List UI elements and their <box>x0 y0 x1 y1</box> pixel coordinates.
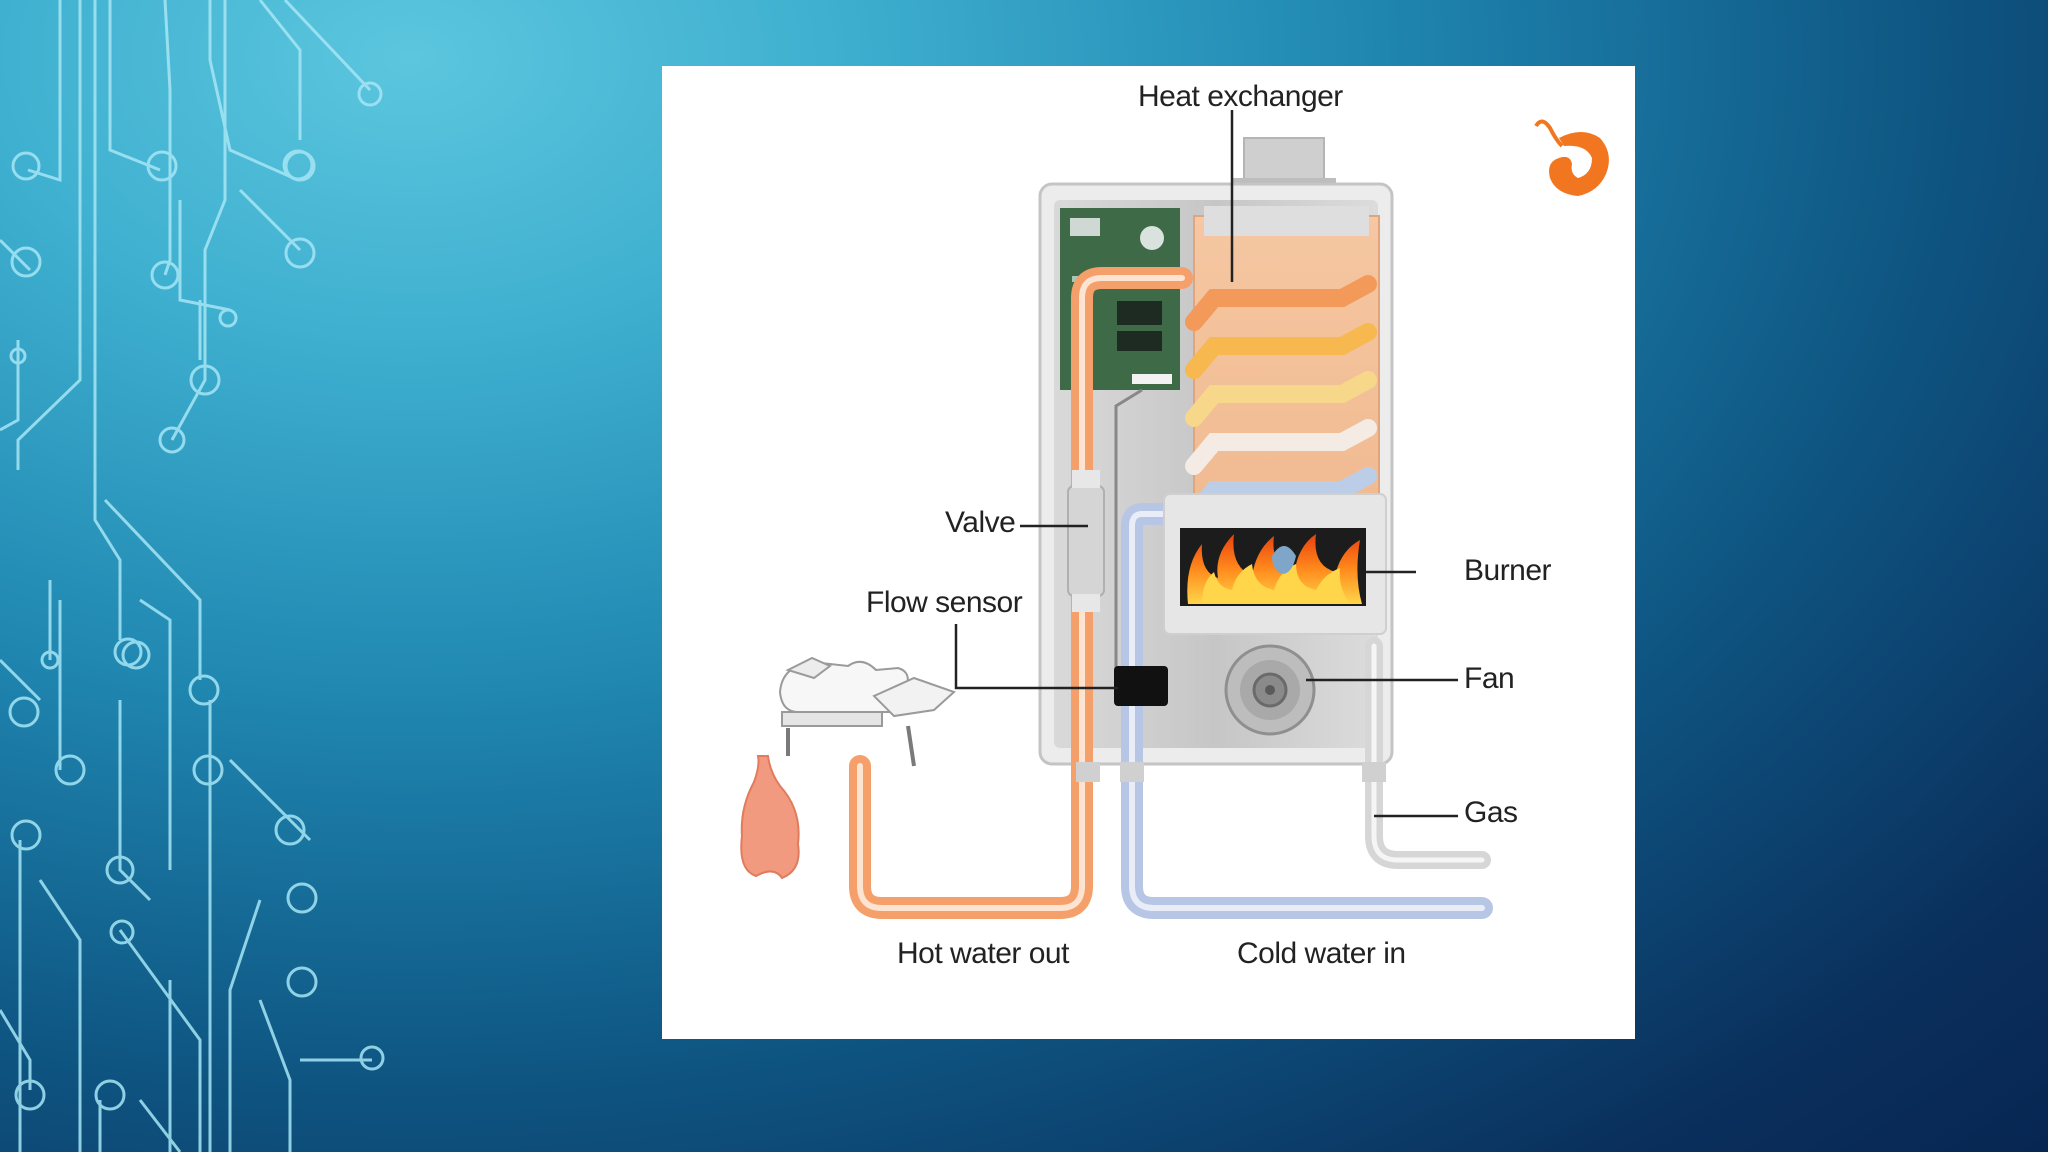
coil-4 <box>1185 419 1377 475</box>
flow-sensor <box>1114 666 1168 706</box>
coil-2 <box>1185 323 1377 379</box>
orange-bird-logo-icon <box>1534 119 1609 196</box>
coil-1 <box>1185 275 1377 331</box>
hot-water-stream <box>740 755 800 880</box>
water-heater-diagram <box>740 110 1609 919</box>
flue-pipe <box>1243 137 1325 185</box>
valve-label: Valve <box>945 506 1016 539</box>
heat-exchanger-label: Heat exchanger <box>1138 80 1343 113</box>
water-heater-figure: Heat exchanger Valve Flow sensor Burner … <box>662 66 1635 1039</box>
circuit-decoration <box>0 0 385 1152</box>
gas-label: Gas <box>1464 796 1518 829</box>
valve <box>1067 485 1105 597</box>
burner-flames <box>1187 534 1362 604</box>
fan-label: Fan <box>1464 662 1515 695</box>
flow-sensor-leader <box>954 624 1118 690</box>
hot-water-out-label: Hot water out <box>897 937 1069 970</box>
fan <box>1224 644 1316 736</box>
cold-water-in-label: Cold water in <box>1237 937 1406 970</box>
faucet <box>778 656 956 767</box>
coil-3 <box>1185 371 1377 427</box>
flow-sensor-label: Flow sensor <box>866 586 1023 619</box>
burner-label: Burner <box>1464 554 1552 587</box>
